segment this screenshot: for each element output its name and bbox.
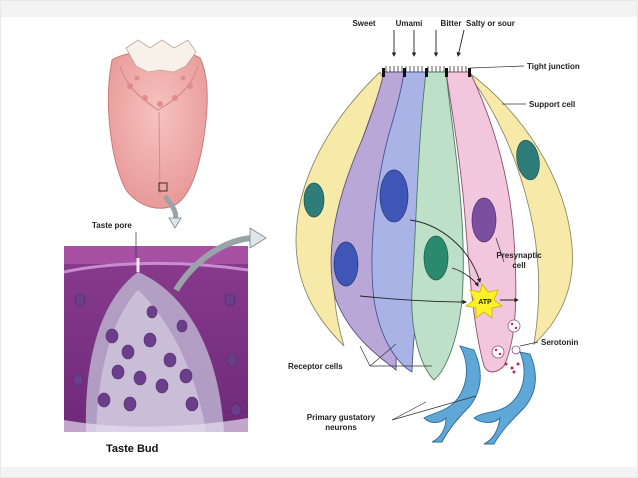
zoom-arrow (173, 227, 267, 292)
label-bitter: Bitter (441, 19, 462, 28)
serotonin-vesicles (491, 319, 521, 359)
label-tight-junction: Tight junction (527, 62, 580, 71)
label-primary-gustatory: Primary gustatory (307, 413, 376, 422)
label-support-cell: Support cell (529, 100, 575, 109)
label-serotonin: Serotonin (541, 338, 578, 347)
annotation-lines (135, 65, 539, 421)
label-receptor-cells: Receptor cells (288, 362, 343, 371)
label-primary-gustatory-neurons: neurons (325, 423, 357, 432)
cell-diagram (295, 29, 573, 445)
label-salty-or-sour: Salty or sour (466, 19, 515, 28)
tongue-illustration (108, 39, 208, 229)
label-atp: ATP (478, 299, 492, 306)
atp-burst (465, 283, 503, 319)
tight-junctions (382, 68, 471, 77)
label-taste-bud: Taste Bud (106, 443, 158, 455)
gustatory-neuron-right (473, 351, 536, 445)
label-presynaptic-cell: cell (512, 261, 525, 270)
support-cell-right (467, 71, 573, 346)
label-umami: Umami (396, 19, 423, 28)
support-cell-nucleus-left (303, 182, 325, 218)
tongue-zoom-box (158, 182, 168, 192)
support-cell-nucleus-right (516, 139, 540, 181)
label-presynaptic: Presynaptic (496, 251, 542, 260)
signal-arrows (359, 219, 519, 305)
receptor-cell-bitter (411, 71, 464, 381)
label-taste-pore: Taste pore (92, 221, 132, 230)
taste-bud-micrograph (63, 246, 249, 432)
gustatory-neuron-left (423, 345, 481, 443)
taste-input-arrows (391, 29, 465, 57)
label-sweet: Sweet (352, 19, 375, 28)
